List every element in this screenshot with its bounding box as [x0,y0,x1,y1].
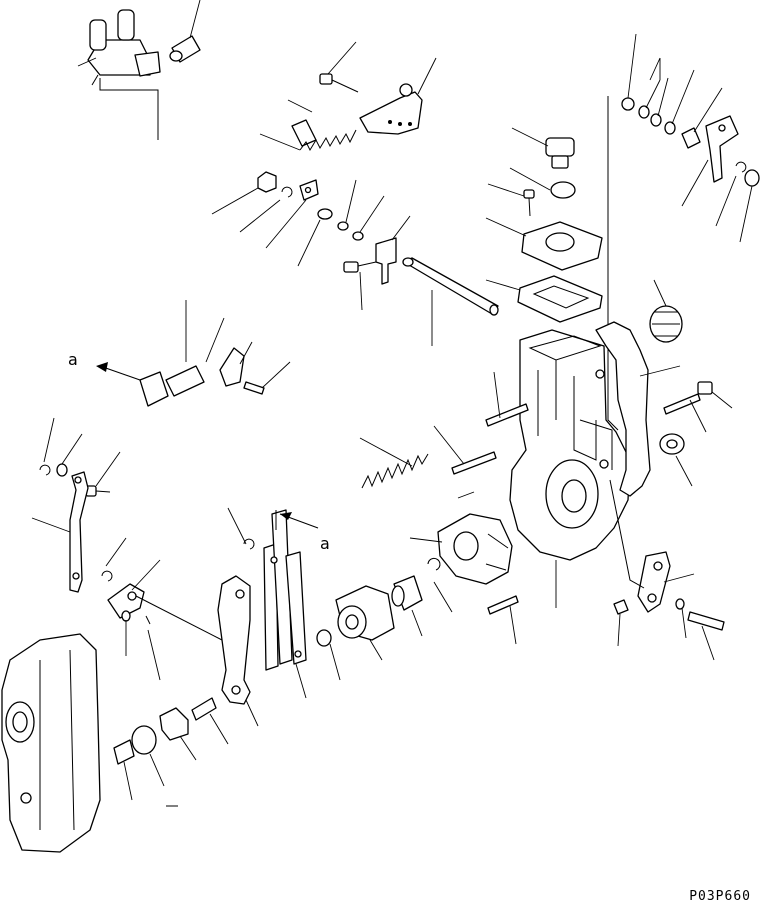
cover-bolt [523,189,535,217]
washer-lower [675,598,685,610]
lever-bolt [319,73,359,93]
adjuster-body [139,365,205,407]
pin-small [145,615,151,625]
adjuster-bracket [219,347,245,387]
snap-ring [281,186,293,198]
nut-top [621,97,635,111]
washer-top-2 [650,113,662,127]
cover-plate [521,221,603,271]
washer-center [316,629,332,647]
housing-bolt-bottom [487,595,519,615]
clip-right [735,161,747,173]
washer-top-3 [664,121,676,135]
housing-bolt-lower [451,451,497,475]
callout-label-right: a [320,534,330,553]
clip-center [243,538,255,550]
plug [545,137,575,169]
washer-swivel [121,610,131,622]
pivot-bolt [85,485,111,497]
control-shaft [402,257,499,316]
swivel [107,583,145,619]
lock-nut-lower [131,725,157,755]
shaft-fork [375,237,397,285]
spring-lower [113,739,135,765]
breather [649,305,683,343]
cap-nut [659,433,685,455]
arrow-left-head [96,362,108,372]
link-plate-pair [263,509,307,671]
spacer [681,127,701,149]
washer-top-1 [638,105,650,119]
cover-gasket [517,275,603,323]
stop-bracket [705,115,739,183]
o-ring [550,181,576,199]
lever-spring [299,129,357,152]
housing-bolt-right [663,381,713,415]
clip-left-2 [101,570,113,582]
governor-spring [361,453,429,489]
arrow-right-head [280,512,292,520]
nut-lower [613,599,629,615]
lever-pin [291,119,317,147]
sleeve [391,575,423,611]
tension-lever [217,575,251,705]
flyweight-bearing [335,585,395,641]
callout-label-left: a [68,350,78,369]
nozzle-holder-assembly [87,9,161,140]
flyweight-holder [437,513,513,585]
washer-small [337,221,349,231]
reference-line [607,96,619,431]
hex-nut [257,171,277,193]
clip-left [39,464,51,476]
washer [317,208,333,220]
nut-right [744,169,760,187]
adjust-screw-lower [191,697,217,721]
washer-left [56,463,68,477]
adjust-bolt [687,611,725,631]
pump-body [1,633,101,853]
governor-lever [359,83,423,135]
cap-nut-lower [159,707,189,741]
fork-bolt [343,261,377,273]
housing-gasket [595,321,651,497]
adjuster-screw [243,381,265,395]
washer-small-2 [352,231,364,241]
drawing-code: P03P660 [689,889,751,904]
stop-lever-lower [637,551,671,613]
sleeve-nut [169,35,201,63]
housing-bolt-left [485,403,529,427]
governor-housing [509,329,631,561]
snap-ring-center [427,557,441,571]
lever-arm [69,471,89,593]
link-plate [299,179,319,201]
